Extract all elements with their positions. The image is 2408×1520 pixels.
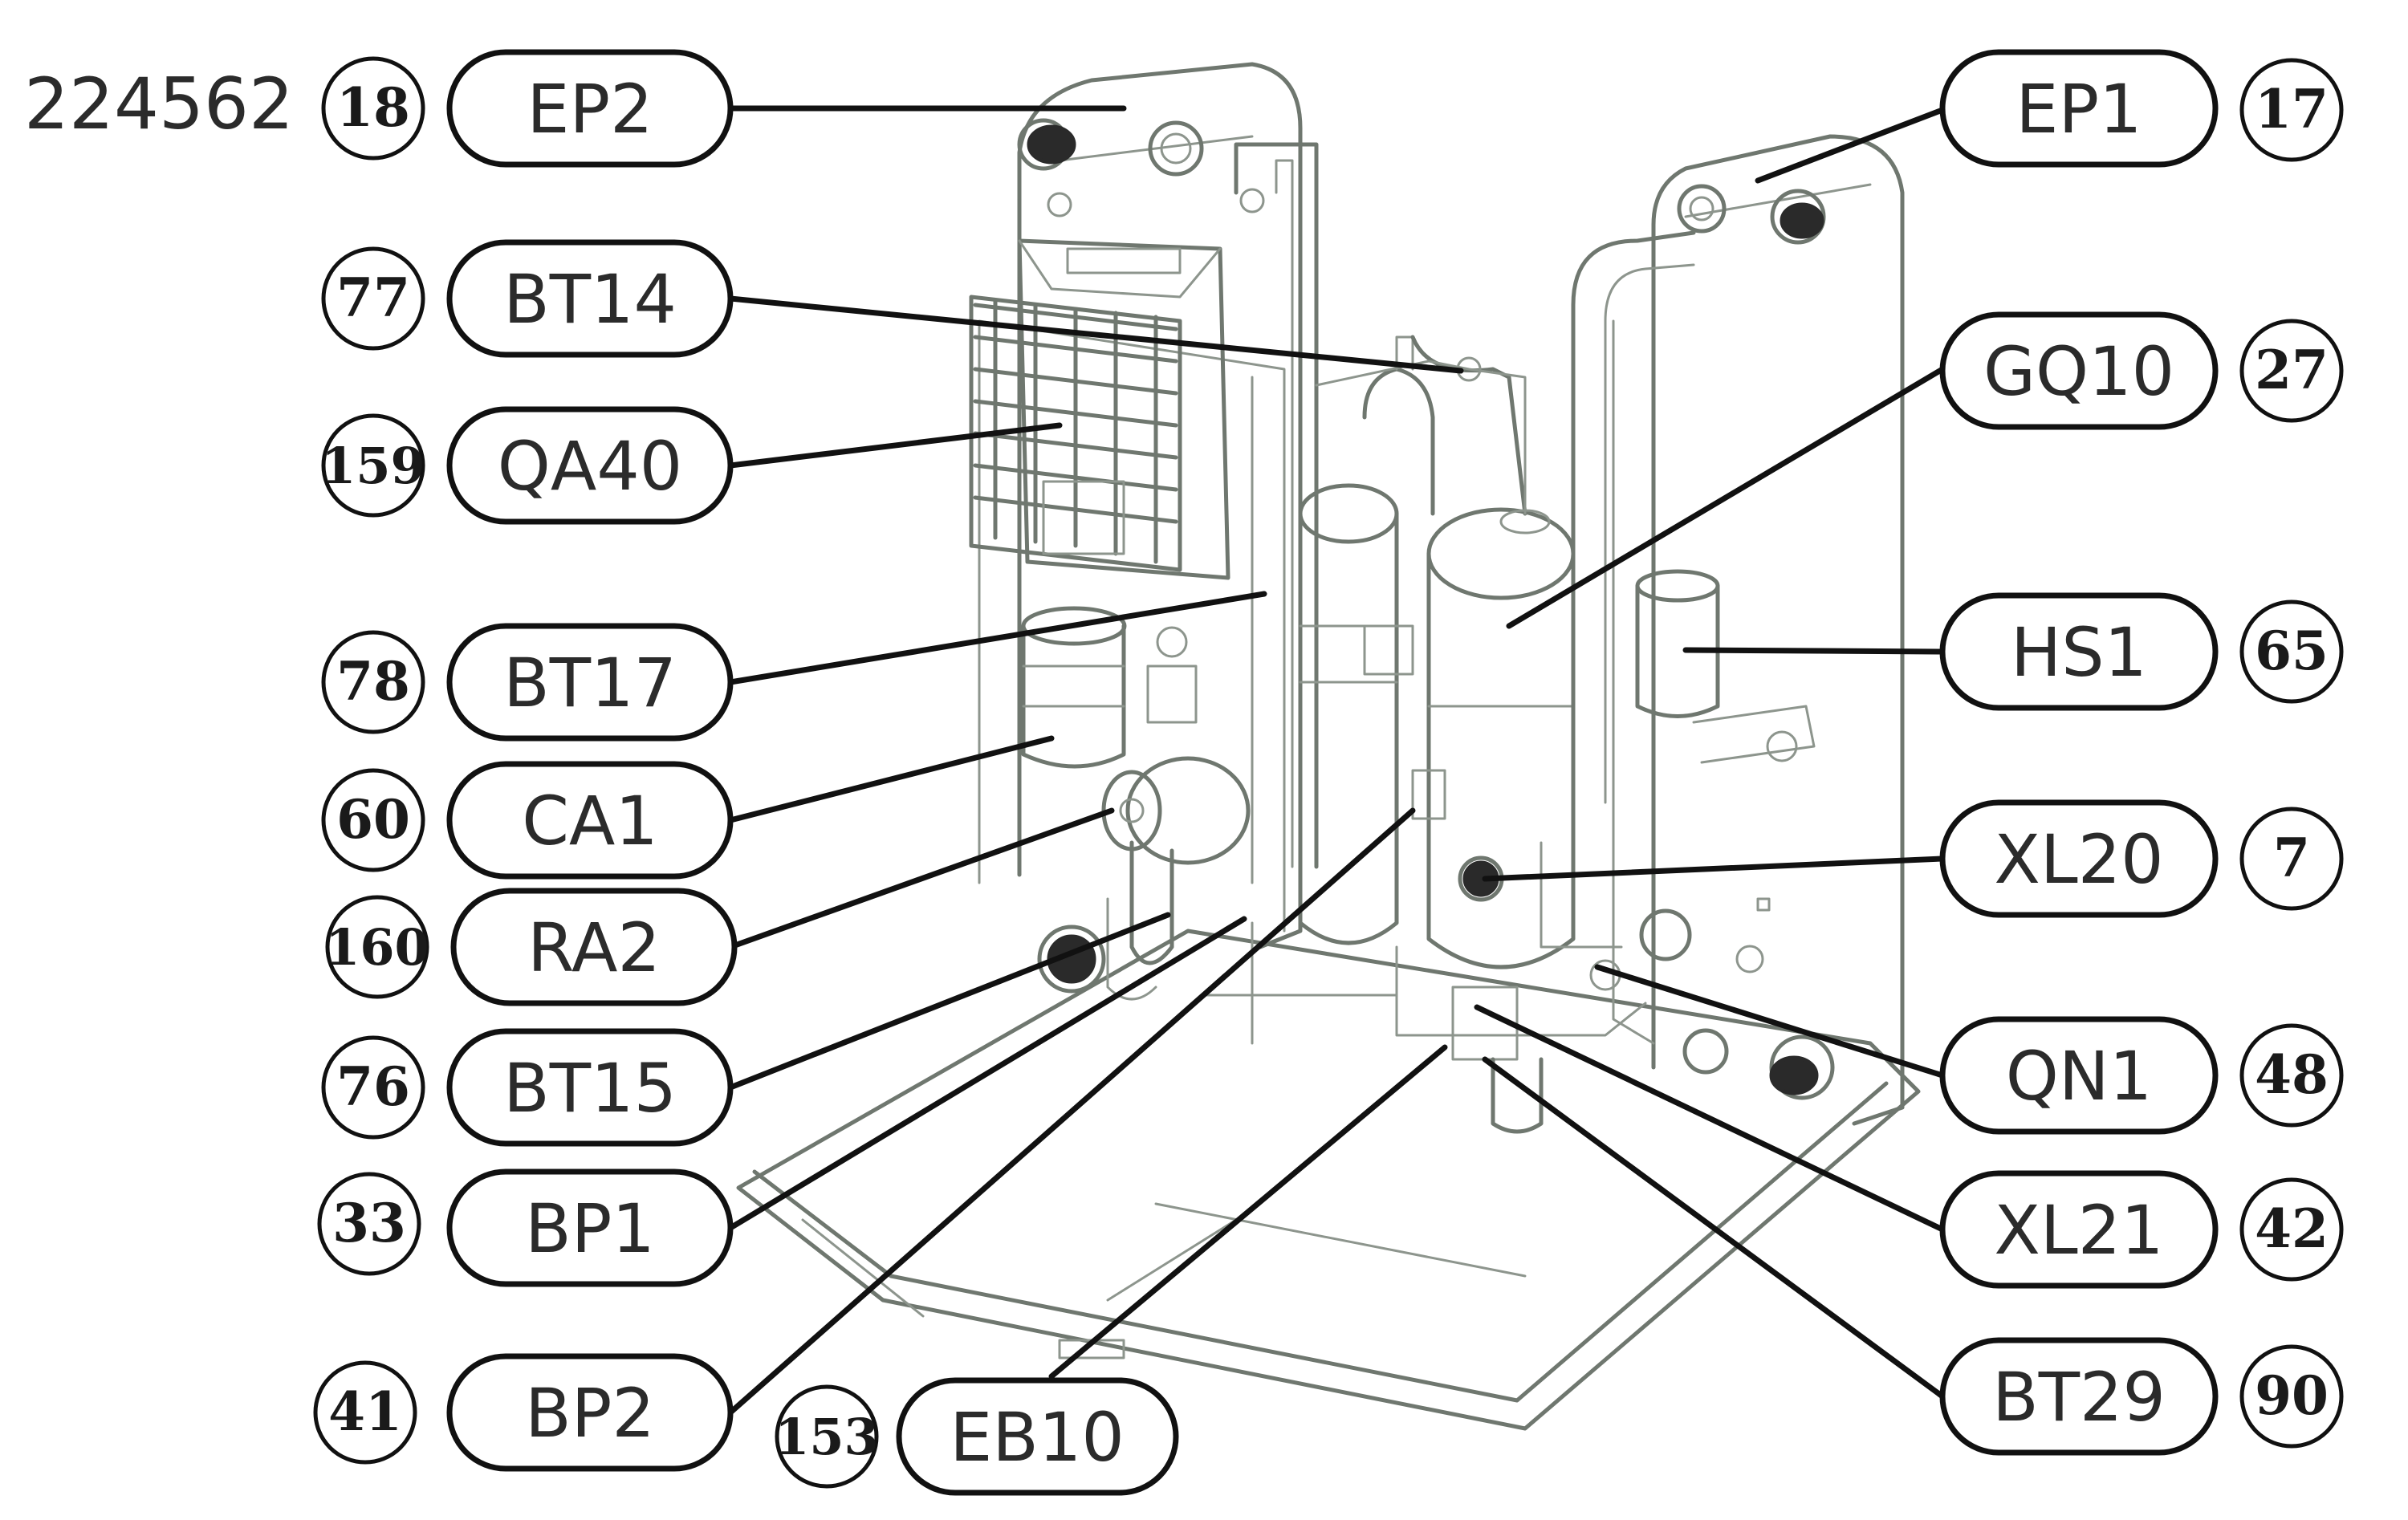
label-bp1: BP1 [525,1189,655,1268]
callout-xl21: XL21 42 [1939,1170,2344,1289]
callout-ep2: 18 EP2 [321,49,734,168]
number-65: 65 [2255,620,2329,682]
number-77: 77 [336,266,410,329]
callout-bt14: 77 BT14 [321,239,734,358]
callout-ca1: 60 CA1 [321,761,734,880]
callout-bt15: 76 BT15 [321,1028,734,1147]
leader-xl20 [1482,856,1946,882]
leader-bt29 [1482,1056,1946,1400]
callout-ra2: 160 RA2 [325,888,738,1006]
number-18: 18 [336,76,410,139]
leader-lines [727,105,1946,1416]
leader-bp2 [727,807,1416,1416]
callout-hs1: HS1 65 [1939,592,2344,711]
leader-qn1 [1594,964,1946,1079]
callout-bp2: 41 BP2 [313,1353,734,1472]
label-eb10: EB10 [950,1398,1125,1477]
label-bt17: BT17 [503,644,677,722]
callout-xl20: XL20 7 [1939,799,2344,918]
label-xl20: XL20 [1994,820,2163,899]
leader-bt15 [727,912,1171,1091]
leader-ra2 [727,807,1115,950]
callout-eb10: 153 EB10 [775,1377,1179,1496]
number-33: 33 [332,1192,406,1254]
callout-gq10: GQ10 27 [1939,311,2344,430]
label-bt15: BT15 [503,1049,677,1128]
number-41: 41 [328,1380,402,1443]
number-48: 48 [2255,1043,2329,1106]
leader-eb10 [1048,1044,1448,1380]
number-42: 42 [2255,1197,2329,1260]
leader-bt14 [727,295,1464,374]
label-qn1: QN1 [2006,1037,2152,1116]
callout-bt29: BT29 90 [1939,1337,2344,1456]
leader-xl21 [1474,1004,1946,1233]
label-ca1: CA1 [522,782,658,860]
number-159: 159 [321,437,425,495]
label-ep2: EP2 [527,70,653,148]
label-hs1: HS1 [2011,613,2147,692]
leader-bt17 [727,591,1267,685]
label-ra2: RA2 [527,908,661,987]
number-90: 90 [2255,1364,2329,1427]
number-7: 7 [2273,827,2310,889]
label-ep1: EP1 [2015,70,2142,148]
label-bt29: BT29 [1992,1358,2166,1437]
callout-qa40: 159 QA40 [321,406,734,525]
leader-bp1 [727,916,1247,1231]
leader-qa40 [727,422,1063,469]
leader-gq10 [1506,366,1946,629]
heat-pump-module-drawing [736,62,1921,1431]
number-17: 17 [2255,78,2329,140]
label-bp2: BP2 [525,1374,655,1453]
number-27: 27 [2255,339,2329,401]
leader-hs1 [1682,647,1946,655]
callout-qn1: QN1 48 [1939,1016,2344,1135]
label-qa40: QA40 [498,427,682,506]
callout-bt17: 78 BT17 [321,623,734,742]
callout-ep1: EP1 17 [1939,49,2344,168]
callout-bp1: 33 BP1 [317,1168,734,1287]
number-78: 78 [336,650,410,713]
number-76: 76 [336,1055,410,1118]
label-xl21: XL21 [1994,1191,2163,1270]
leader-ep1 [1755,107,1946,184]
leader-ca1 [727,735,1055,823]
number-160: 160 [325,918,429,977]
figure-id: 224562 [24,63,294,145]
label-bt14: BT14 [503,260,677,339]
number-153: 153 [775,1408,878,1466]
label-gq10: GQ10 [1983,332,2174,411]
number-60: 60 [336,788,410,851]
